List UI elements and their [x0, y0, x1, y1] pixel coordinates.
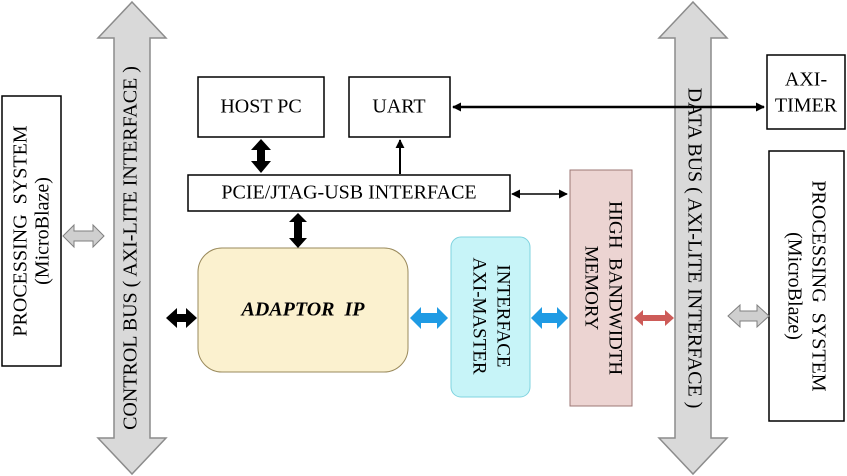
controlbus-adaptor-arrow — [166, 308, 197, 328]
adaptor-ip-label: ADAPTOR IP — [240, 299, 366, 321]
left-system-bus-arrow — [62, 223, 105, 249]
data-bus: DATA BUS ( AXI-LITE INTERFACE ) — [657, 0, 729, 476]
host-pc-box: HOST PC — [197, 76, 325, 138]
pcie-adaptor-arrow — [289, 213, 307, 248]
uart-box: UART — [348, 76, 451, 138]
axi-timer-box: AXI- TIMER — [766, 54, 846, 130]
axi-master-hbm-arrow — [531, 307, 568, 329]
axi-master-line2: INTERFACE — [493, 264, 514, 367]
axi-timer-line2: TIMER — [775, 95, 838, 117]
axi-master-box: AXI-MASTER INTERFACE — [450, 236, 531, 398]
left-system-title: PROCESSING SYSTEM — [10, 125, 32, 336]
axi-timer-line1: AXI- — [785, 69, 827, 91]
data-bus-label: DATA BUS ( AXI-LITE INTERFACE ) — [683, 88, 705, 409]
adaptor-ip-box: ADAPTOR IP — [197, 247, 409, 373]
pcie-interface-label: PCIE/JTAG-USB INTERFACE — [221, 182, 476, 204]
adaptor-axi-master-arrow — [410, 307, 448, 329]
host-pc-label: HOST PC — [220, 96, 301, 118]
control-bus: CONTROL BUS ( AXI-LITE INTERFACE ) — [96, 0, 168, 476]
right-system-bus-arrow — [727, 303, 770, 329]
left-system-subtitle: (MicroBlaze) — [32, 177, 54, 285]
hbm-line1: HIGH BANDWIDTH — [605, 201, 626, 375]
pcie-interface-box: PCIE/JTAG-USB INTERFACE — [187, 174, 511, 212]
right-system-subtitle: (MicroBlaze) — [783, 232, 805, 340]
host-pcie-arrow — [251, 139, 271, 173]
right-system-title: PROCESSING SYSTEM — [807, 180, 829, 391]
control-bus-label: CONTROL BUS ( AXI-LITE INTERFACE ) — [120, 66, 142, 430]
uart-label: UART — [372, 96, 425, 118]
right-processing-system: (MicroBlaze) PROCESSING SYSTEM — [768, 150, 845, 422]
hbm-box: HIGH BANDWIDTH MEMORY — [569, 169, 633, 407]
hbm-line2: MEMORY — [581, 246, 602, 331]
left-processing-system: PROCESSING SYSTEM (MicroBlaze) — [1, 95, 62, 367]
axi-master-line1: AXI-MASTER — [469, 257, 490, 374]
hbm-databus-arrow — [634, 310, 674, 326]
